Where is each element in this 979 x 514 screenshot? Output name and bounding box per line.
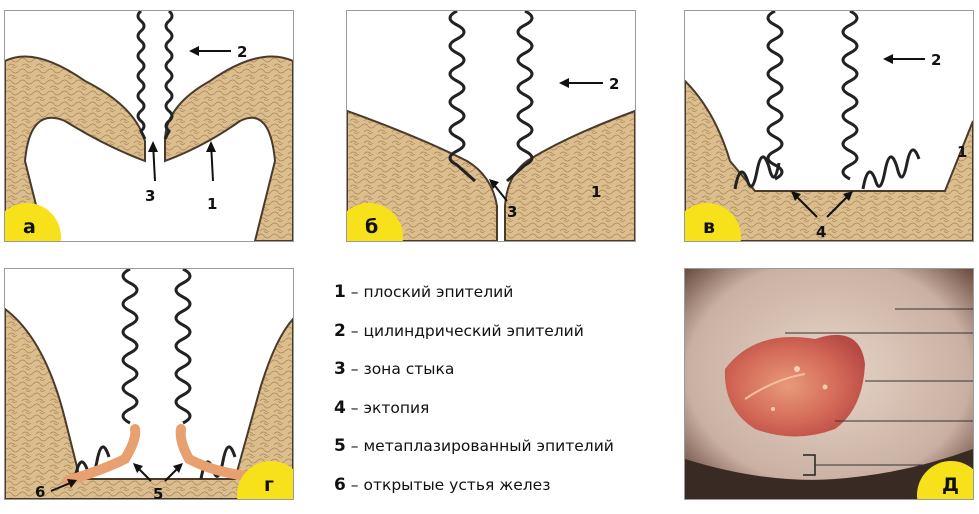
legend-text: – цилиндрический эпителий bbox=[351, 322, 584, 340]
label-3: 3 bbox=[145, 187, 155, 205]
legend-num: 1 bbox=[334, 282, 346, 302]
legend-text: – зона стыка bbox=[351, 360, 455, 378]
colposcopy-photo: Д bbox=[685, 269, 973, 499]
legend-item-2: 2 – цилиндрический эпителий bbox=[334, 321, 674, 360]
panel-g-diagram: 6 5 г bbox=[5, 269, 293, 499]
label-2: 2 bbox=[931, 51, 941, 69]
panel-g: 6 5 г bbox=[4, 268, 294, 500]
badge-d-label: Д bbox=[942, 474, 959, 496]
badge-a-label: а bbox=[23, 216, 36, 238]
legend-num: 3 bbox=[334, 359, 346, 379]
badge-v-label: в bbox=[703, 216, 715, 238]
legend-text: – плоский эпителий bbox=[351, 283, 514, 301]
legend-num: 4 bbox=[334, 398, 346, 418]
legend-item-3: 3 – зона стыка bbox=[334, 359, 674, 398]
label-1: 1 bbox=[207, 195, 217, 213]
label-2: 2 bbox=[237, 43, 247, 61]
panel-b: 2 3 1 б bbox=[346, 10, 636, 242]
legend-item-4: 4 – эктопия bbox=[334, 398, 674, 437]
legend-text: – эктопия bbox=[351, 399, 430, 417]
legend-item-6: 6 – открытые устья желез bbox=[334, 475, 674, 514]
badge-g-label: г bbox=[264, 474, 274, 496]
label-4: 4 bbox=[816, 223, 826, 241]
panel-v: 2 4 1 в bbox=[684, 10, 974, 242]
legend-num: 6 bbox=[334, 475, 346, 495]
panel-a: 2 3 1 а bbox=[4, 10, 294, 242]
legend: 1 – плоский эпителий 2 – цилиндрический … bbox=[334, 282, 674, 514]
label-1: 1 bbox=[591, 183, 601, 201]
label-3: 3 bbox=[507, 203, 517, 221]
legend-text: – метаплазированный эпителий bbox=[351, 437, 614, 455]
legend-item-1: 1 – плоский эпителий bbox=[334, 282, 674, 321]
panel-a-diagram: 2 3 1 а bbox=[5, 11, 293, 241]
label-1: 1 bbox=[957, 143, 967, 161]
label-5: 5 bbox=[153, 485, 163, 499]
panel-d: Д bbox=[684, 268, 974, 500]
legend-num: 5 bbox=[334, 436, 346, 456]
badge-b-label: б bbox=[365, 216, 378, 238]
legend-item-5: 5 – метаплазированный эпителий bbox=[334, 436, 674, 475]
legend-num: 2 bbox=[334, 321, 346, 341]
label-2: 2 bbox=[609, 75, 619, 93]
legend-text: – открытые устья желез bbox=[351, 476, 551, 494]
panel-v-diagram: 2 4 1 в bbox=[685, 11, 973, 241]
label-6: 6 bbox=[35, 483, 45, 499]
panel-b-diagram: 2 3 1 б bbox=[347, 11, 635, 241]
